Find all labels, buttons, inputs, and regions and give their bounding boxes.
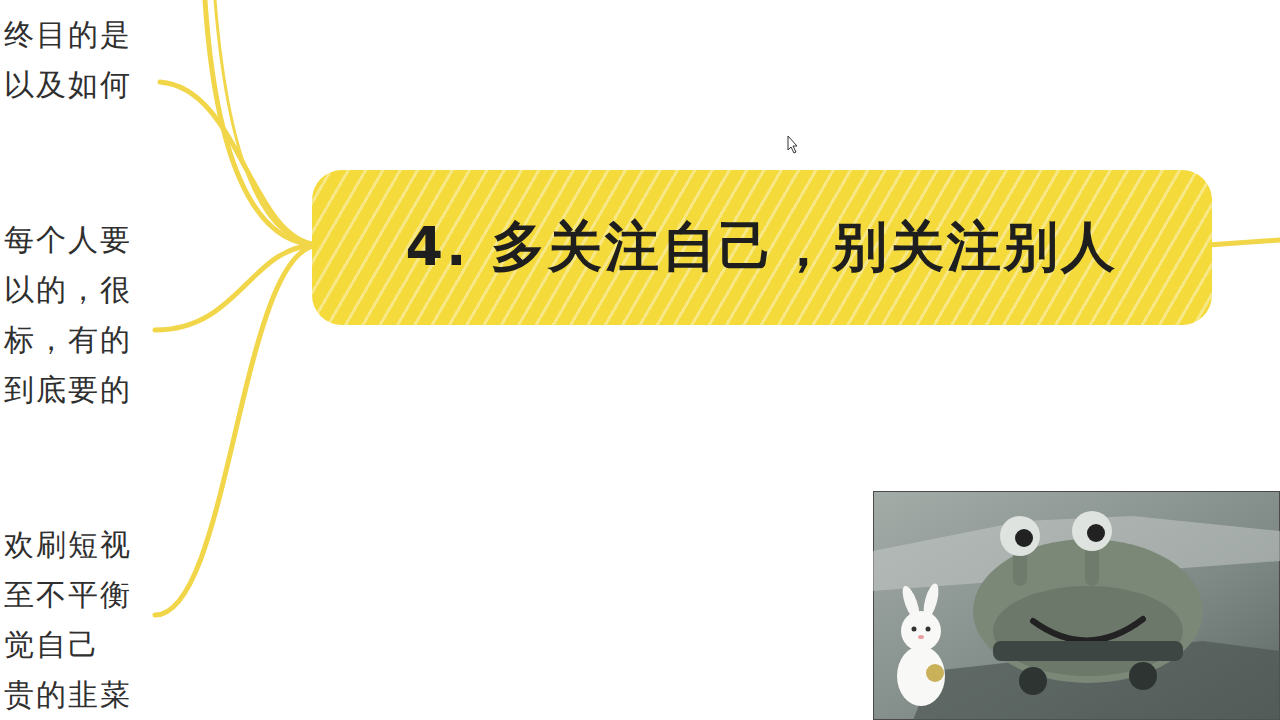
frog-figure xyxy=(973,511,1203,695)
branch-text: 终目的是 以及如何 xyxy=(4,10,138,110)
topic-box: 4. 多关注自己，别关注别人 xyxy=(312,170,1212,325)
thumb-background xyxy=(873,491,1280,720)
video-thumbnail xyxy=(873,491,1280,720)
branch-curve xyxy=(160,82,318,245)
branch-curve xyxy=(1208,240,1280,245)
topic-title: 4. 多关注自己，别关注别人 xyxy=(406,211,1119,284)
thumb-frame xyxy=(873,491,1280,720)
mouse-cursor xyxy=(788,136,797,153)
branch-curves xyxy=(155,0,1280,615)
branch-text: 欢刷短视 至不平衡 觉自己 贵的韭菜 xyxy=(4,520,138,720)
bunny-figure xyxy=(897,582,945,706)
branch-curve xyxy=(155,245,318,615)
branch-text: 每个人要 以的，很 标，有的 到底要的 xyxy=(4,215,138,415)
